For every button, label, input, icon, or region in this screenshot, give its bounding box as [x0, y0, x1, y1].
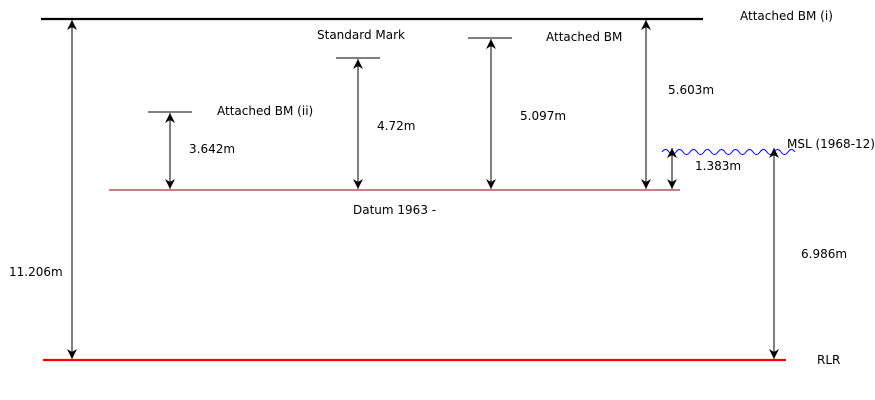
measure-msl-to-rlr: 6.986m: [801, 247, 847, 261]
measure-bm-i-to-datum: 5.603m: [668, 83, 714, 97]
label-standard-mark: Standard Mark: [317, 28, 405, 42]
label-rlr: RLR: [817, 353, 840, 367]
measure-msl-to-datum: 1.383m: [695, 159, 741, 173]
label-attached-bm: Attached BM: [546, 30, 622, 44]
label-datum-1963: Datum 1963 -: [353, 203, 436, 217]
label-attached-bm-i: Attached BM (i): [740, 9, 833, 23]
label-attached-bm-ii: Attached BM (ii): [217, 104, 313, 118]
label-msl: MSL (1968-12): [787, 137, 875, 151]
msl-wave: [661, 149, 796, 155]
measure-bm-ii-to-datum: 3.642m: [189, 142, 235, 156]
measure-bm-i-to-rlr: 11.206m: [9, 265, 63, 279]
measure-standard-mark-to-datum: 4.72m: [377, 119, 415, 133]
measure-attached-bm-to-datum: 5.097m: [520, 109, 566, 123]
